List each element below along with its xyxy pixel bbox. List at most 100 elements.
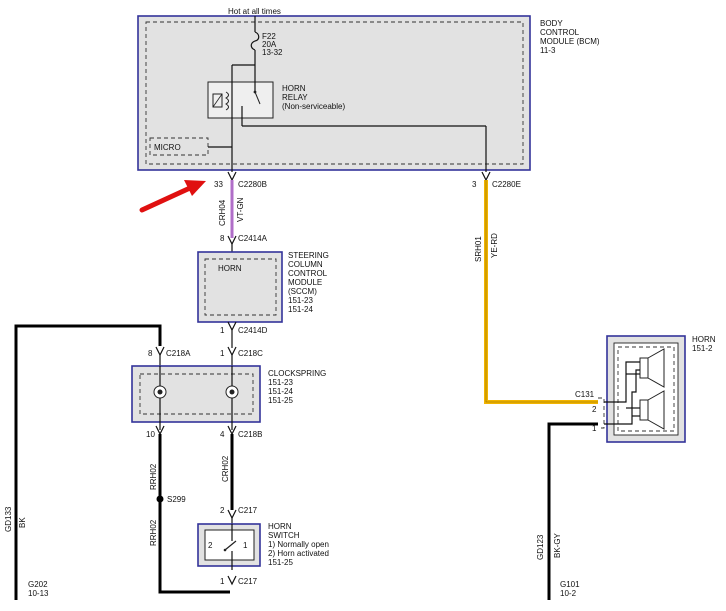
- c2280b-name: C2280B: [238, 180, 267, 189]
- c217-bottom-connector-icon: [227, 575, 237, 586]
- horn-switch-inner: [204, 529, 255, 561]
- relay-label-1: HORN: [282, 84, 306, 93]
- horn-inner: [613, 342, 679, 436]
- c218a-pin: 8: [148, 349, 153, 358]
- c217-top-connector-icon: [227, 509, 237, 520]
- splice-s299-icon: [156, 495, 164, 503]
- c131-connector-icon: [598, 397, 605, 429]
- fuse-name: F22: [262, 32, 276, 41]
- horn-switch-label-2: SWITCH: [268, 531, 300, 540]
- clockspring-frame: [131, 365, 261, 423]
- gd123-wire: [547, 422, 598, 600]
- g101-ref: 10-2: [560, 589, 577, 598]
- c218c-name: C218C: [238, 349, 263, 358]
- sccm-label-1: STEERING: [288, 251, 329, 260]
- horn-switch: 2 1 HORN SWITCH 1) Normally open 2) Horn…: [197, 522, 329, 570]
- c2280e-pin: 3: [472, 180, 477, 189]
- c217-bottom-name: C217: [238, 577, 258, 586]
- sccm-frame: [197, 251, 283, 323]
- relay-box: [207, 81, 274, 119]
- c2414d-name: C2414D: [238, 326, 268, 335]
- horn-switch-note-2: 2) Horn activated: [268, 549, 329, 558]
- c218a-connector-icon: [155, 346, 165, 357]
- sccm-inner-label: HORN: [218, 264, 242, 273]
- sccm-label-4: MODULE: [288, 278, 322, 287]
- c131-name: C131: [575, 390, 595, 399]
- bcm-ref: 11-3: [540, 46, 556, 55]
- c218b-pin: 4: [220, 430, 225, 439]
- srh01-wire: [484, 180, 598, 404]
- relay-label-2: RELAY: [282, 93, 308, 102]
- horn-speaker-upper-icon: [639, 348, 665, 388]
- clockspring-ref-2: 151-24: [268, 387, 293, 396]
- c217-bottom-pin: 1: [220, 577, 225, 586]
- crh04-circuit: CRH04: [218, 199, 227, 226]
- c218c-connector-icon: [227, 346, 237, 357]
- rrh02-circuit-upper: RRH02: [149, 463, 158, 490]
- relay-switch-icon: [254, 91, 261, 105]
- crh04-color: VT-GN: [236, 197, 245, 222]
- sccm-label-3: CONTROL: [288, 269, 328, 278]
- horn-ref: 151-2: [692, 344, 713, 353]
- srh01-circuit: SRH01: [474, 236, 483, 262]
- supply-label: Hot at all times: [228, 7, 281, 16]
- splice-s299-label: S299: [167, 495, 186, 504]
- c2414d-connector-icon: [227, 321, 237, 332]
- red-pointer-arrow-icon: [139, 180, 206, 213]
- fuse-ref: 13-32: [262, 48, 283, 57]
- rrh02-wire: [158, 434, 230, 594]
- horn-speaker-lower-icon: [639, 390, 665, 430]
- c218a-name: C218A: [166, 349, 191, 358]
- micro-label: MICRO: [154, 143, 181, 152]
- c131-pin-bottom: 1: [592, 424, 597, 433]
- c2280b-connector-icon: [227, 171, 237, 182]
- relay-label-3: (Non-serviceable): [282, 102, 345, 111]
- horn-switch-note-1: 1) Normally open: [268, 540, 329, 549]
- bcm-dashed-outline: [145, 21, 524, 165]
- clockspring-label: CLOCKSPRING: [268, 369, 326, 378]
- clockspring-ref-1: 151-23: [268, 378, 293, 387]
- horn-switch-pin-right: 1: [243, 541, 248, 550]
- c2280e-name: C2280E: [492, 180, 521, 189]
- horn-label: HORN: [692, 335, 716, 344]
- sccm-label-5: (SCCM): [288, 287, 317, 296]
- c2280e-connector-icon: [481, 171, 491, 182]
- c217-top-name: C217: [238, 506, 258, 515]
- sccm-ref-2: 151-24: [288, 305, 313, 314]
- bcm-label-1: BODY: [540, 19, 563, 28]
- c218c-pin: 1: [220, 349, 225, 358]
- gd133-circuit: GD133: [4, 506, 13, 532]
- c2414d-pin: 1: [220, 326, 225, 335]
- sccm-dashed-outline: [204, 258, 277, 316]
- fuse-icon: [250, 31, 260, 51]
- crh02-circuit: CRH02: [221, 455, 230, 482]
- fuse-rating: 20A: [262, 40, 277, 49]
- horn-switch-contact-icon: [224, 540, 237, 551]
- bcm-frame: [137, 15, 531, 171]
- c131-pin-top: 2: [592, 405, 597, 414]
- sccm-label-2: COLUMN: [288, 260, 323, 269]
- c218b-name: C218B: [238, 430, 262, 439]
- horn-switch-label-1: HORN: [268, 522, 292, 531]
- gd123-circuit: GD123: [536, 534, 545, 560]
- bcm-label-3: MODULE (BCM): [540, 37, 600, 46]
- body-control-module: BODY CONTROL MODULE (BCM) 11-3: [137, 15, 600, 171]
- c2280b-pin: 33: [214, 180, 223, 189]
- gd133-color: BK: [18, 517, 27, 528]
- sccm-ref-1: 151-23: [288, 296, 313, 305]
- clockspring-dashed-outline: [139, 373, 254, 415]
- clockspring-ref-3: 151-25: [268, 396, 293, 405]
- horn-relay: HORN RELAY (Non-serviceable): [207, 65, 345, 172]
- horn-switch-pin-left: 2: [208, 541, 213, 550]
- gd133-wire: [14, 324, 162, 600]
- relay-coil-winding: [225, 91, 229, 111]
- rrh02-circuit-lower: RRH02: [149, 519, 158, 546]
- clockspring: CLOCKSPRING 151-23 151-24 151-25: [131, 365, 326, 430]
- g202-name: G202: [28, 580, 48, 589]
- c2414a-pin: 8: [220, 234, 225, 243]
- c218b-left-pin: 10: [146, 430, 155, 439]
- g101-name: G101: [560, 580, 580, 589]
- horn-assembly: HORN 151-2: [604, 335, 716, 443]
- g202-ref: 10-13: [28, 589, 49, 598]
